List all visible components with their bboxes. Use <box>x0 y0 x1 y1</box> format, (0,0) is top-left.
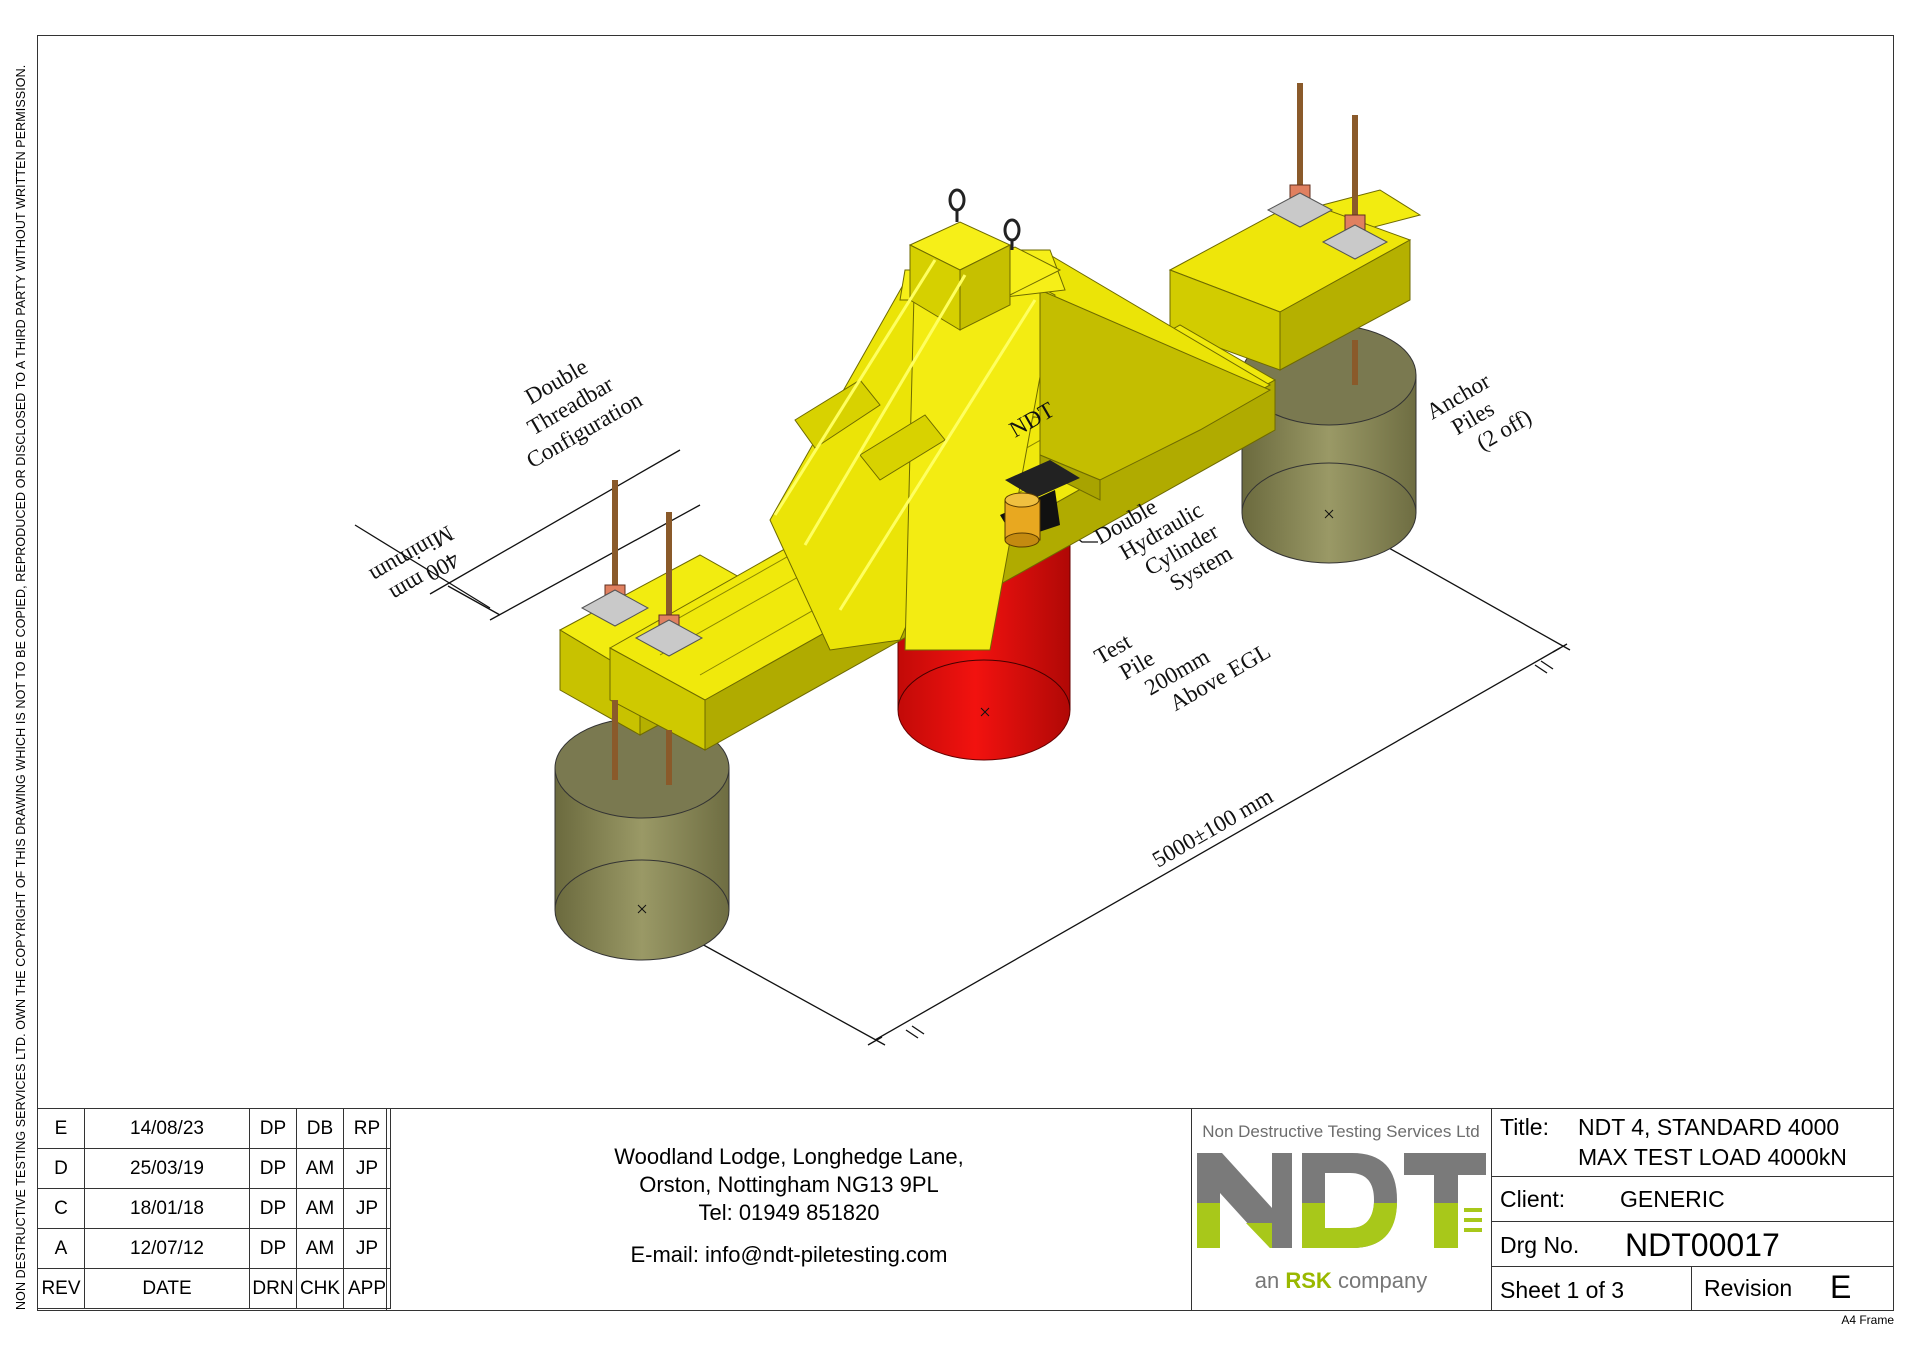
header-app: APP <box>343 1268 391 1309</box>
app-cell: JP <box>343 1188 391 1229</box>
client-value: GENERIC <box>1620 1186 1725 1212</box>
chk-cell: AM <box>296 1228 344 1269</box>
address-line-2: Orston, Nottingham NG13 9PL <box>639 1172 939 1197</box>
threadbars <box>580 83 1389 785</box>
drn-cell: DP <box>249 1188 297 1229</box>
rev-cell: C <box>37 1188 85 1229</box>
chk-cell: AM <box>296 1188 344 1229</box>
reaction-beam <box>769 221 1272 651</box>
header-chk: CHK <box>296 1268 344 1309</box>
ndt-logo-mark <box>1197 1153 1486 1248</box>
frame-label: A4 Frame <box>1841 1313 1894 1327</box>
telephone: Tel: 01949 851820 <box>698 1200 880 1225</box>
anchor-pile-left <box>554 717 730 961</box>
label-threadbar: Double Threadbar Configuration <box>521 354 647 473</box>
centre-marks <box>637 509 1334 914</box>
company-address: Woodland Lodge, Longhedge Lane, Orston, … <box>386 1108 1192 1311</box>
date-cell: 18/01/18 <box>84 1188 250 1229</box>
client-label: Client: <box>1500 1186 1566 1212</box>
hydraulic-cylinder <box>1000 460 1080 548</box>
table-row: A 12/07/12 DP AM JP <box>37 1228 391 1269</box>
lifting-shackles <box>948 188 1021 250</box>
rev-cell: D <box>37 1148 85 1189</box>
table-row: E 14/08/23 DP DB RP <box>37 1108 391 1149</box>
client-row: Client: GENERIC <box>1492 1177 1894 1222</box>
label-test-pile: Test Pile 200mm Above EGL <box>1090 628 1275 716</box>
drg-label: Drg No. <box>1500 1232 1580 1258</box>
title-line-1: NDT 4, STANDARD 4000 <box>1578 1114 1840 1140</box>
table-row: C 18/01/18 DP AM JP <box>37 1188 391 1229</box>
rsk-brand: RSK <box>1285 1268 1332 1293</box>
sheet-cell: Sheet 1 of 3 <box>1492 1267 1692 1311</box>
logo-tagline: an RSK company <box>1254 1268 1428 1293</box>
rev-cell: E <box>37 1108 85 1149</box>
date-cell: 14/08/23 <box>84 1108 250 1149</box>
drawing-frame <box>37 35 1894 1311</box>
email: E-mail: info@ndt-piletesting.com <box>630 1242 948 1267</box>
label-min-dim: Minimum 400 mm <box>366 521 464 607</box>
dimension-lines <box>354 449 1571 1046</box>
company-logo: Non Destructive Testing Services Ltd an … <box>1192 1108 1492 1311</box>
revision-cell: Revision E <box>1692 1267 1894 1311</box>
revision-table: E 14/08/23 DP DB RP D 25/03/19 DP AM JP … <box>37 1108 391 1309</box>
label-span: 5000±100 mm <box>1148 783 1277 872</box>
app-cell: JP <box>343 1228 391 1269</box>
label-anchor-piles: Anchor Piles (2 off) <box>1422 368 1536 455</box>
address-line-1: Woodland Lodge, Longhedge Lane, <box>614 1144 964 1169</box>
date-cell: 12/07/12 <box>84 1228 250 1269</box>
header-drn: DRN <box>249 1268 297 1309</box>
app-cell: JP <box>343 1148 391 1189</box>
chk-cell: DB <box>296 1108 344 1149</box>
sheet-text: Sheet 1 of 3 <box>1500 1277 1625 1303</box>
chk-cell: AM <box>296 1148 344 1189</box>
drn-cell: DP <box>249 1148 297 1189</box>
rev-cell: A <box>37 1228 85 1269</box>
title-row: Title: NDT 4, STANDARD 4000 MAX TEST LOA… <box>1492 1108 1894 1177</box>
date-cell: 25/03/19 <box>84 1148 250 1189</box>
title-line-2: MAX TEST LOAD 4000kN <box>1578 1144 1847 1170</box>
logo-company-name: Non Destructive Testing Services Ltd <box>1202 1122 1480 1141</box>
header-date: DATE <box>84 1268 250 1309</box>
table-row: D 25/03/19 DP AM JP <box>37 1148 391 1189</box>
table-header-row: REV DATE DRN CHK APP <box>37 1268 391 1309</box>
header-rev: REV <box>37 1268 85 1309</box>
revision-value: E <box>1830 1269 1852 1305</box>
drawing-number-row: Drg No. NDT00017 <box>1492 1222 1894 1267</box>
app-cell: RP <box>343 1108 391 1149</box>
drg-number: NDT00017 <box>1625 1227 1780 1263</box>
drawing-info: Title: NDT 4, STANDARD 4000 MAX TEST LOA… <box>1492 1108 1894 1311</box>
title-label: Title: <box>1500 1114 1549 1140</box>
title-block <box>37 1108 1894 1311</box>
revision-label: Revision <box>1704 1275 1793 1301</box>
drn-cell: DP <box>249 1228 297 1269</box>
drn-cell: DP <box>249 1108 297 1149</box>
